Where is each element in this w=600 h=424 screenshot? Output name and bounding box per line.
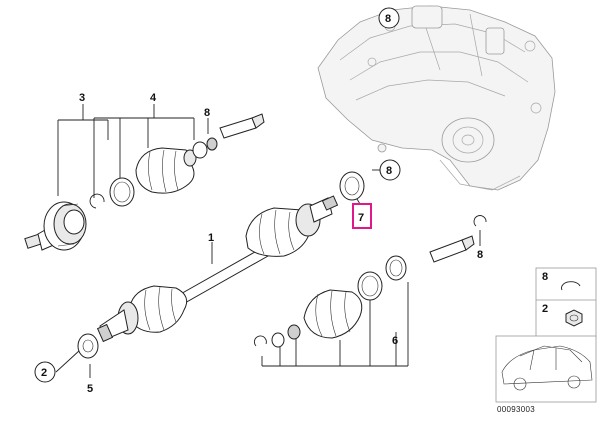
grease-tube-lower: [429, 235, 475, 263]
callout-7[interactable]: 7: [352, 203, 372, 229]
drive-shaft: [96, 195, 339, 343]
legend-circlip-icon: [561, 281, 581, 291]
circlip-right: [473, 215, 487, 227]
callout-8-top-gearbox: 8: [378, 7, 400, 29]
svg-text:7: 7: [358, 212, 364, 224]
ring-upper: [206, 137, 218, 151]
legend-label-8: 8: [542, 271, 548, 283]
inner-joint-left: [24, 201, 87, 251]
diagram-code: 00093003: [497, 405, 535, 414]
circlip-left: [89, 193, 105, 209]
washer-lower: [77, 333, 99, 359]
callout-1: 1: [208, 232, 214, 244]
svg-text:8: 8: [477, 249, 483, 261]
svg-text:8: 8: [204, 107, 210, 119]
callout-8-top: 8: [204, 107, 210, 119]
small-clamp-lower: [271, 332, 285, 348]
callout-8-transmission: 8: [379, 159, 401, 181]
callout-6: 6: [392, 335, 398, 347]
callout-2: 2: [34, 361, 56, 383]
small-clamp-upper: [192, 141, 208, 159]
svg-text:5: 5: [87, 383, 93, 395]
callout-5: 5: [87, 383, 93, 395]
band-clamp-lower: [357, 271, 383, 301]
boot-upper: [135, 147, 197, 194]
callout-3: 3: [79, 92, 85, 104]
svg-text:1: 1: [208, 232, 214, 244]
band-clamp-lower-2: [385, 255, 407, 281]
leader-lines: [55, 104, 481, 378]
grease-tube-upper: [219, 113, 265, 139]
legend-panel: 8 2: [535, 267, 597, 339]
svg-text:6: 6: [392, 335, 398, 347]
legend-label-2: 2: [542, 303, 548, 315]
svg-text:4: 4: [150, 92, 157, 104]
vehicle-thumbnail: [495, 335, 597, 403]
ring-lower: [287, 324, 301, 340]
svg-text:3: 3: [79, 92, 85, 104]
svg-text:8: 8: [385, 13, 391, 25]
callout-8-right: 8: [477, 249, 483, 261]
circlip-lower: [253, 335, 267, 347]
legend-nut-icon: [565, 309, 583, 327]
svg-text:8: 8: [386, 165, 392, 177]
band-clamp-left: [109, 177, 135, 207]
seal-ring: [339, 171, 365, 201]
boot-lower: [303, 289, 363, 339]
callout-4: 4: [150, 92, 157, 104]
transmission-housing: [317, 5, 556, 191]
svg-text:2: 2: [41, 367, 47, 379]
